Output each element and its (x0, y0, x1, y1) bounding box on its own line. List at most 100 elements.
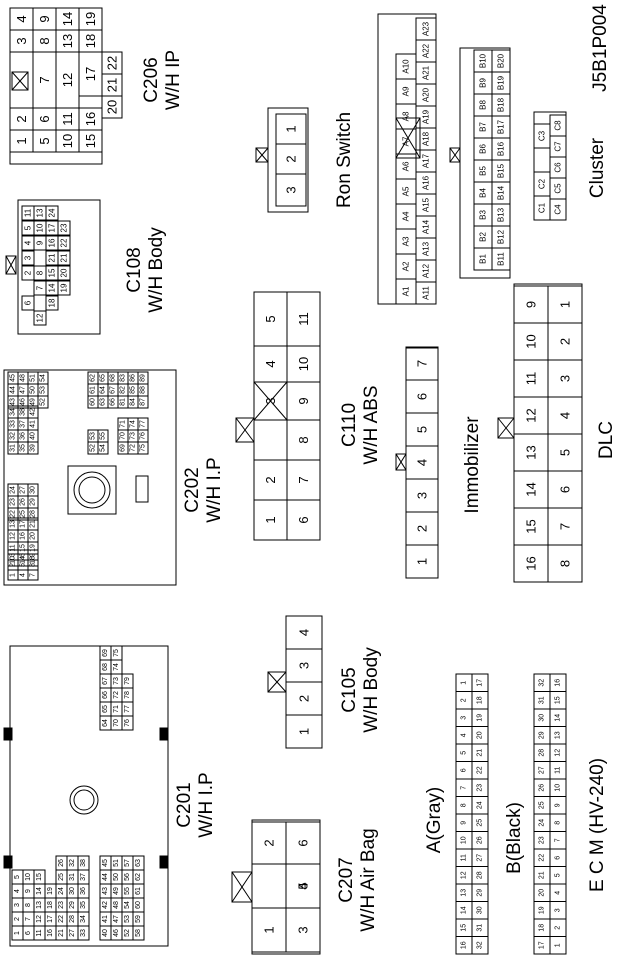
pin-number: 18 (539, 924, 546, 932)
pin-number: 33 (10, 420, 17, 428)
svg-text:W/H Body: W/H Body (361, 647, 382, 733)
svg-text:C206: C206 (141, 57, 162, 102)
pin-number: 7 (30, 573, 37, 577)
pin-number: 4 (461, 733, 468, 737)
pin-number: B9 (479, 78, 488, 88)
pin-number: 52 (40, 398, 47, 406)
pin-cell (57, 265, 71, 281)
pin-number: 11 (555, 767, 562, 774)
pin-number: 6 (461, 768, 468, 772)
pin-number: 81 (120, 398, 127, 406)
pin-number: 22 (539, 854, 546, 862)
pin-number: 15 (524, 519, 539, 533)
pin-number: 7 (461, 786, 468, 790)
pin-number: 58 (135, 929, 142, 937)
pin-number: 53 (40, 386, 47, 394)
pin-number: A22 (422, 43, 431, 58)
pin-number: B1 (479, 254, 488, 264)
pin-number: 18 (48, 298, 57, 307)
divider (449, 147, 461, 163)
pin-number: 5 (14, 875, 21, 879)
pin-number: 32 (10, 432, 17, 440)
pin-cell (21, 295, 35, 311)
pin-number: 32 (477, 941, 484, 949)
pin-cell (78, 129, 103, 153)
svg-text:C110: C110 (339, 403, 360, 447)
pin-number: 15 (83, 134, 98, 148)
pin-number: 8 (36, 270, 45, 275)
pin-number: 11 (60, 112, 75, 126)
pin-number: 17 (477, 679, 484, 687)
pin-number: 18 (83, 34, 98, 48)
pin-number: 36 (20, 432, 27, 440)
pin-number: B6 (479, 144, 488, 154)
pin-number: 9 (461, 821, 468, 825)
pin-number: 2 (24, 270, 33, 275)
pin-number: 2 (14, 115, 29, 122)
pin-number: 59 (135, 915, 142, 923)
pin-number: A13 (422, 241, 431, 256)
pin-number: 4 (14, 889, 21, 893)
label-ron-switch: Ron Switch (334, 112, 355, 208)
divider (253, 381, 288, 421)
pin-cell (285, 821, 321, 865)
pin-number: 4 (24, 240, 33, 245)
pin-number: 34 (10, 408, 17, 416)
pin-number: 9 (524, 301, 539, 308)
pin-number: 2 (461, 698, 468, 702)
pin-number: 51 (30, 374, 37, 382)
pin-number: A5 (402, 186, 411, 196)
pin-number: 10 (524, 334, 539, 348)
pin-number: 3 (24, 255, 33, 260)
label-c206: C206 W/H IP (141, 50, 184, 110)
c108-housing (17, 199, 101, 335)
pin-number: 35 (20, 444, 27, 452)
pin-number: 8 (37, 37, 52, 44)
pin-number: 7 (558, 523, 573, 530)
pin-number: 2 (263, 476, 278, 483)
pin-number: 7 (555, 838, 562, 842)
pin-number: 87 (140, 398, 147, 406)
pin-number: 37 (80, 873, 87, 881)
pin-number: 4 (14, 15, 29, 22)
connector-cluster-a: A1A2A3A4A5A6A7A8A9A10A11A12A13A14A15A16A… (377, 13, 437, 305)
pin-number: 30 (477, 906, 484, 914)
pin-cell (45, 295, 59, 311)
pin-number: A19 (422, 109, 431, 124)
pin-number: 45 (102, 859, 109, 867)
pin-number: 8 (25, 903, 32, 907)
pin-number: 77 (124, 705, 131, 713)
svg-text:C207: C207 (336, 857, 357, 902)
pin-cell (45, 205, 59, 221)
pin-number: 83 (120, 374, 127, 382)
pin-number: 1 (14, 931, 21, 935)
pin-cell (491, 49, 511, 73)
pin-number: 6 (296, 839, 311, 846)
connector-ecm: 1615141312111098765432132313029282726252… (455, 673, 567, 955)
pin-number: A14 (422, 219, 431, 234)
pin-number: 11 (461, 854, 468, 861)
pin-number: B8 (479, 100, 488, 110)
lock-tab (5, 255, 17, 275)
guide-post (69, 785, 99, 815)
pin-number: 42 (30, 408, 37, 416)
label-cluster: Cluster (587, 137, 608, 198)
pin-number: 38 (80, 859, 87, 867)
pin-number: 6 (24, 300, 33, 305)
divider (255, 147, 269, 163)
connector-cluster-b: B1B2B3B4B5B6B7B8B9B10B11B12B13B14B15B16B… (449, 47, 511, 279)
pin-number: 56 (124, 873, 131, 881)
pin-number: 2 (10, 563, 17, 567)
pin-number: 43 (102, 887, 109, 895)
pin-number: 68 (102, 663, 109, 671)
pin-number: 70 (120, 432, 127, 440)
pin-number: 16 (48, 238, 57, 247)
connector-ron-switch: 123 (255, 107, 309, 213)
pin-number: 54 (40, 374, 47, 382)
pin-number: 19 (60, 283, 69, 292)
pin-number: 16 (524, 556, 539, 570)
pin-number: 21 (105, 78, 120, 92)
pin-number: 43 (10, 398, 17, 406)
pin-number: 3 (10, 553, 17, 557)
